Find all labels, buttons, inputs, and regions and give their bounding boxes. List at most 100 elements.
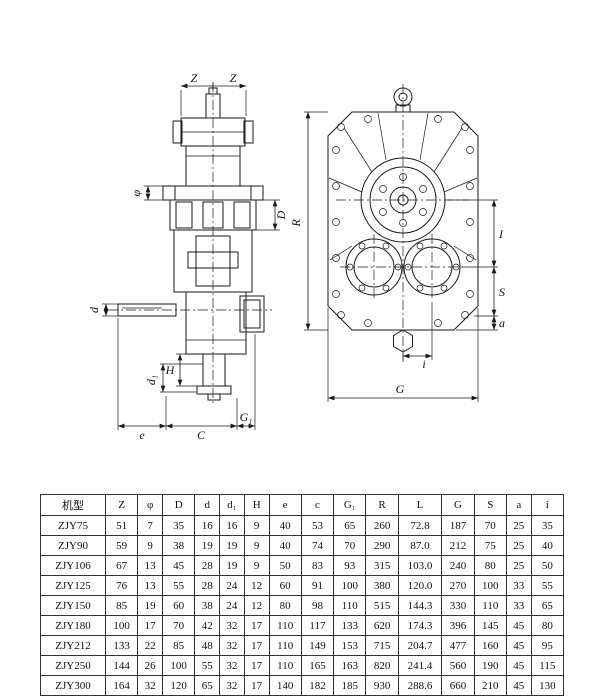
- table-cell: 9: [243, 535, 270, 556]
- table-cell: 55: [194, 655, 221, 676]
- table-cell: 19: [219, 535, 245, 556]
- lower-case: [185, 291, 247, 355]
- table-cell: 7: [137, 515, 164, 536]
- table-cell: 65: [530, 595, 565, 616]
- table-cell: 560: [441, 655, 475, 676]
- model-cell: ZJY300: [40, 675, 106, 696]
- table-cell: 820: [365, 655, 399, 676]
- housing-outline: [327, 111, 479, 331]
- table-cell: 65: [194, 675, 221, 696]
- table-cell: 74: [300, 535, 335, 556]
- lower-right-bearing: [403, 238, 461, 296]
- table-header-cell: D: [162, 494, 196, 516]
- table-cell: 65: [333, 515, 367, 536]
- table-cell: 80: [530, 615, 565, 636]
- table-header-cell: c: [300, 494, 335, 516]
- table-cell: 515: [365, 595, 399, 616]
- table-cell: 40: [268, 535, 302, 556]
- table-header-cell: S: [473, 494, 507, 516]
- table-cell: 40: [268, 515, 302, 536]
- technical-drawing: Z Z φ D d H: [87, 71, 505, 442]
- table-cell: 9: [243, 515, 270, 536]
- table-cell: 53: [300, 515, 335, 536]
- table-cell: 240: [441, 555, 475, 576]
- dim-label-phi: φ: [129, 189, 143, 196]
- perimeter-bolts: [332, 115, 474, 327]
- table-cell: 48: [194, 635, 221, 656]
- table-cell: 149: [300, 635, 335, 656]
- model-cell: ZJY75: [40, 515, 106, 536]
- side-cover: [239, 295, 265, 333]
- table-cell: 100: [162, 655, 196, 676]
- table-cell: 42: [194, 615, 221, 636]
- table-cell: 260: [365, 515, 399, 536]
- table-cell: 163: [333, 655, 367, 676]
- table-cell: 477: [441, 635, 475, 656]
- table-cell: 140: [268, 675, 302, 696]
- table-cell: 50: [268, 555, 302, 576]
- table-cell: 40: [530, 535, 565, 556]
- table-header-cell: G₁: [333, 494, 367, 516]
- table-cell: 110: [268, 655, 302, 676]
- table-header-cell: a: [505, 494, 532, 516]
- table-cell: 24: [219, 595, 245, 616]
- dim-label-z2: Z: [230, 71, 237, 85]
- table-cell: 26: [137, 655, 164, 676]
- table-cell: 133: [333, 615, 367, 636]
- table-cell: 17: [243, 615, 270, 636]
- model-cell: ZJY90: [40, 535, 106, 556]
- table-cell: 153: [333, 635, 367, 656]
- table-cell: 22: [137, 635, 164, 656]
- model-cell: ZJY180: [40, 615, 106, 636]
- eye-bolt: [393, 87, 413, 113]
- table-cell: 91: [300, 575, 335, 596]
- table-cell: 13: [137, 555, 164, 576]
- table-cell: 13: [137, 575, 164, 596]
- table-cell: 620: [365, 615, 399, 636]
- left-view: [108, 82, 272, 404]
- table-cell: 32: [219, 635, 245, 656]
- table-cell: 164: [104, 675, 139, 696]
- drawing-svg: Z Z φ D d H: [87, 71, 505, 442]
- dim-label-R: R: [289, 219, 303, 228]
- table-cell: 380: [365, 575, 399, 596]
- table-cell: 190: [473, 655, 507, 676]
- table-cell: 165: [300, 655, 335, 676]
- table-cell: 45: [505, 615, 532, 636]
- table-header-cell: d: [194, 494, 221, 516]
- table-cell: 144.3: [397, 595, 443, 616]
- table-header-cell: H: [243, 494, 270, 516]
- table-cell: 45: [505, 655, 532, 676]
- table-cell: 210: [473, 675, 507, 696]
- table-cell: 212: [441, 535, 475, 556]
- output-shaft-bottom: [196, 353, 232, 401]
- table-cell: 16: [194, 515, 221, 536]
- table-cell: 160: [473, 635, 507, 656]
- table-cell: 80: [268, 595, 302, 616]
- table-cell: 117: [300, 615, 335, 636]
- table-cell: 12: [243, 575, 270, 596]
- table-cell: 19: [194, 535, 221, 556]
- table-cell: 396: [441, 615, 475, 636]
- table-cell: 185: [333, 675, 367, 696]
- table-cell: 93: [333, 555, 367, 576]
- table-cell: 315: [365, 555, 399, 576]
- table-cell: 100: [333, 575, 367, 596]
- table-cell: 133: [104, 635, 139, 656]
- table-header-cell: 机型: [40, 494, 106, 516]
- table-cell: 35: [162, 515, 196, 536]
- table-cell: 50: [530, 555, 565, 576]
- table-cell: 83: [300, 555, 335, 576]
- table-cell: 45: [162, 555, 196, 576]
- table-cell: 85: [104, 595, 139, 616]
- table-cell: 80: [473, 555, 507, 576]
- table-cell: 174.3: [397, 615, 443, 636]
- table-cell: 87.0: [397, 535, 443, 556]
- right-view: [327, 84, 479, 362]
- table-cell: 60: [268, 575, 302, 596]
